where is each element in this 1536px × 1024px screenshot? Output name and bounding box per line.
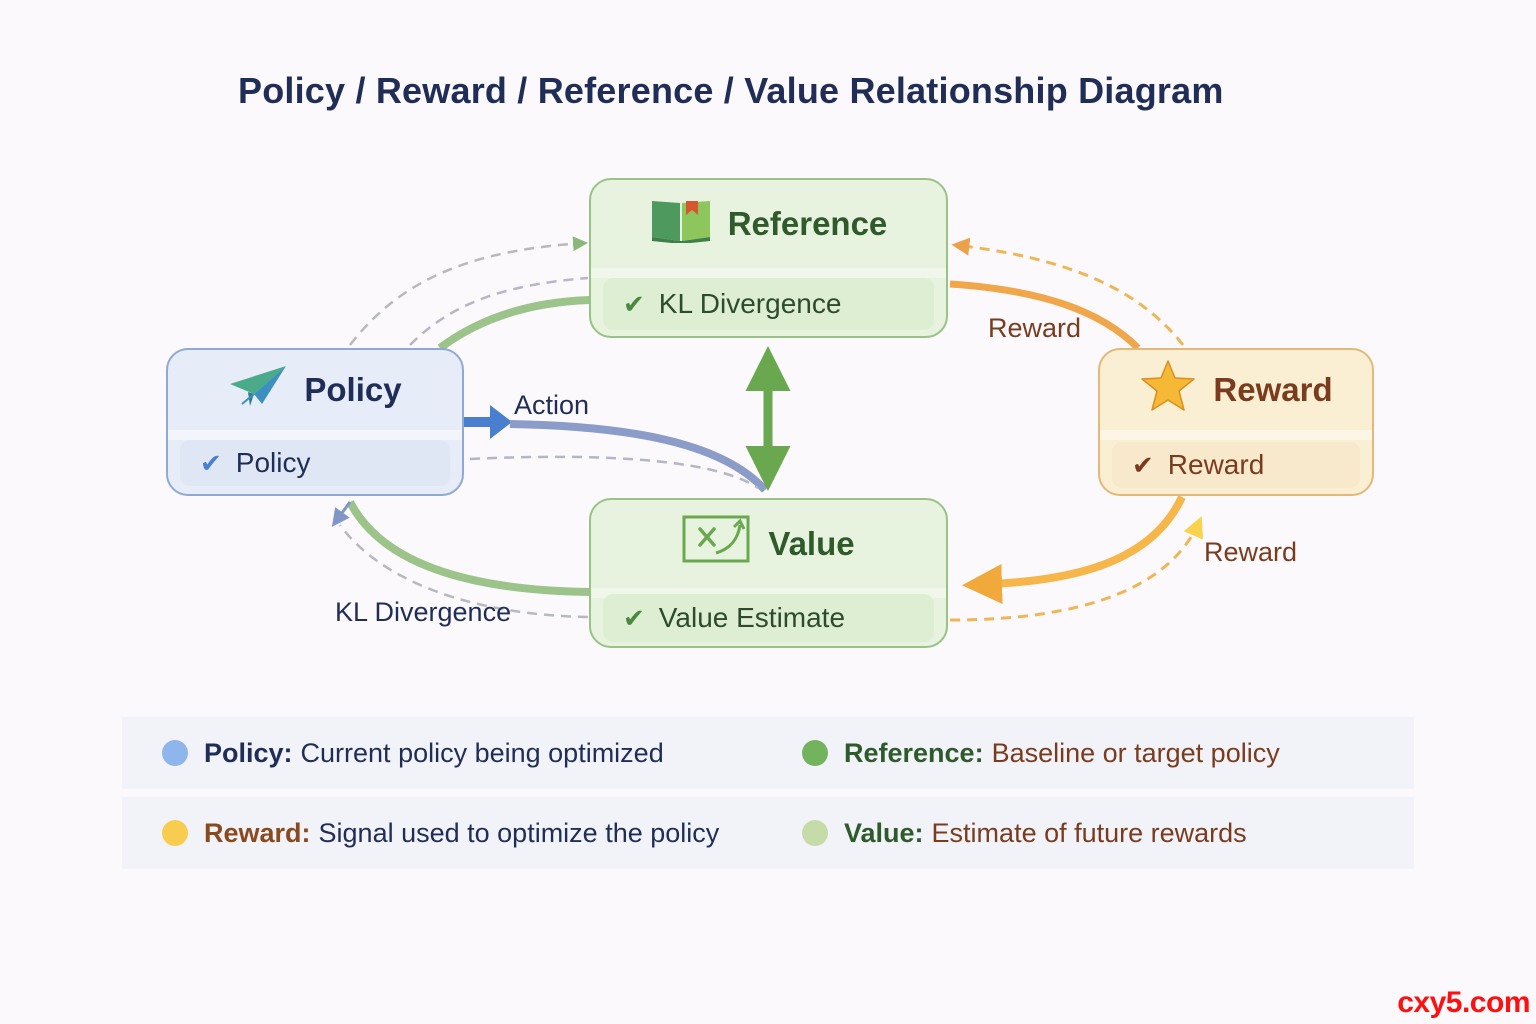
node-title: Policy: [304, 371, 402, 408]
edge-label-kl-divergence: KL Divergence: [335, 597, 512, 627]
legend-item-reference: Reference: Baseline or target policy: [802, 738, 1280, 769]
legend-item-policy: Policy: Current policy being optimized: [162, 738, 664, 769]
edge-policy-reference-dashed-inner: [409, 276, 589, 346]
node-title: Reference: [727, 205, 888, 242]
node-item-label: Reward: [1167, 449, 1265, 480]
divider: [591, 268, 946, 278]
edge-value-reward-dashed: [949, 516, 1204, 622]
legend-item-value: Value: Estimate of future rewards: [802, 818, 1247, 849]
edge-action-curve: [509, 420, 768, 493]
legend-key: Value:: [844, 817, 924, 848]
node-reference[interactable]: Reference ✔ KL Divergence: [589, 178, 948, 338]
star-icon: [1139, 359, 1197, 421]
node-item-label: Policy: [235, 447, 311, 478]
node-item: ✔ Policy: [180, 440, 450, 486]
legend-key: Reference:: [844, 737, 984, 768]
edge-label-action: Action: [514, 390, 590, 420]
node-item: ✔ KL Divergence: [603, 278, 934, 330]
check-icon: ✔: [200, 447, 222, 478]
node-reward[interactable]: Reward ✔ Reward: [1098, 348, 1374, 496]
node-item: ✔ Reward: [1112, 442, 1360, 488]
action-arrowhead: [490, 405, 512, 439]
edge-reward-reference-dashed: [951, 237, 1185, 346]
legend-key: Reward:: [204, 817, 311, 848]
legend-item-reward: Reward: Signal used to optimize the poli…: [162, 818, 719, 849]
edge-reward-reference-solid: [949, 280, 1141, 351]
edge-value-policy-solid: [346, 500, 590, 596]
legend-dot-icon: [802, 740, 828, 766]
watermark: cxy5.com: [1397, 986, 1530, 1019]
check-icon: ✔: [1132, 449, 1154, 480]
edge-label-reward-top: Reward: [988, 313, 1082, 343]
divider: [1100, 430, 1372, 440]
edge-policy-value-dashed: [469, 455, 759, 490]
node-title: Reward: [1213, 371, 1333, 408]
legend-dot-icon: [162, 740, 188, 766]
legend-text: Signal used to optimize the policy: [318, 817, 720, 848]
node-policy[interactable]: Policy ✔ Policy: [166, 348, 464, 496]
node-item-label: KL Divergence: [658, 288, 842, 319]
check-icon: ✔: [623, 288, 645, 319]
legend-text: Baseline or target policy: [991, 737, 1280, 768]
legend-text: Current policy being optimized: [300, 737, 664, 768]
node-value[interactable]: Value ✔ Value Estimate: [589, 498, 948, 648]
edge-reward-value-solid: [962, 495, 1186, 605]
edge-value-policy-arrow: [331, 501, 352, 527]
paper-plane-icon: [228, 364, 288, 416]
legend-key: Policy:: [204, 737, 293, 768]
edge-policy-reference-dashed-outer: [349, 236, 588, 346]
node-item-label: Value Estimate: [658, 602, 846, 633]
value-chart-icon: [682, 515, 752, 573]
node-item: ✔ Value Estimate: [603, 594, 934, 642]
check-icon: ✔: [623, 602, 645, 633]
legend-dot-icon: [802, 820, 828, 846]
diagram-title: Policy / Reward / Reference / Value Rela…: [238, 70, 1224, 111]
divider: [168, 430, 462, 440]
edge-policy-reference-solid: [437, 296, 591, 352]
legend-dot-icon: [162, 820, 188, 846]
divider: [591, 588, 946, 598]
edge-value-policy-dashed: [338, 524, 589, 619]
node-title: Value: [768, 525, 855, 562]
open-book-icon: [650, 197, 712, 251]
legend-row: Policy: Current policy being optimized R…: [122, 717, 1414, 789]
legend-text: Estimate of future rewards: [931, 817, 1247, 848]
legend-row: Reward: Signal used to optimize the poli…: [122, 797, 1414, 869]
edge-label-reward-bottom: Reward: [1204, 537, 1298, 567]
